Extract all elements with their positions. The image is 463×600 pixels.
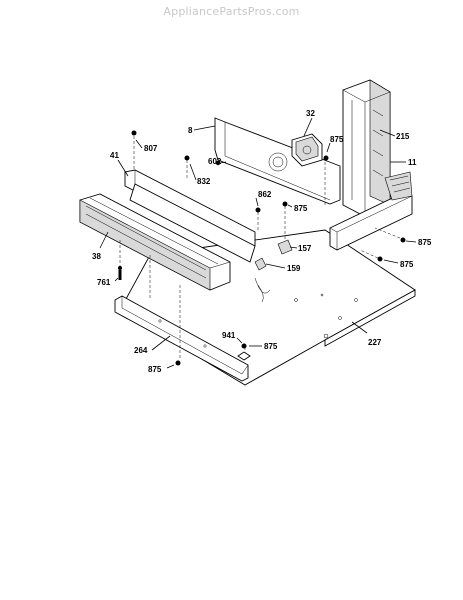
- label-832: 832: [197, 177, 211, 186]
- label-761: 761: [97, 278, 111, 287]
- label-8: 8: [188, 126, 193, 135]
- label-807: 807: [144, 144, 158, 153]
- fasteners: [118, 130, 406, 366]
- label-862: 862: [258, 190, 272, 199]
- bottom-trim-strip: [114, 295, 249, 382]
- part-labels: 8 11 32 38 41 157 159 215 227 264 602 76…: [92, 109, 432, 374]
- label-875-right-upper: 875: [418, 238, 432, 247]
- leader-lines: [99, 117, 417, 369]
- top-bracket: [214, 117, 341, 205]
- label-875-strip: 875: [264, 342, 278, 351]
- label-159: 159: [287, 264, 301, 273]
- rear-control-panel: [124, 169, 256, 263]
- label-875-bottom: 875: [148, 365, 162, 374]
- label-41: 41: [110, 151, 119, 160]
- label-157: 157: [298, 244, 312, 253]
- watermark: AppliancePartsPros.com: [163, 5, 300, 18]
- label-227: 227: [368, 338, 382, 347]
- label-875-right-lower: 875: [400, 260, 414, 269]
- label-11: 11: [408, 158, 417, 167]
- label-264: 264: [134, 346, 148, 355]
- alignment-lines: [119, 136, 401, 360]
- right-side-frame: [329, 171, 413, 251]
- back-riser-panel: [342, 79, 391, 216]
- label-941: 941: [222, 331, 236, 340]
- label-38: 38: [92, 252, 101, 261]
- bracket-157: [277, 239, 293, 255]
- label-215: 215: [396, 132, 410, 141]
- label-875-fan: 875: [330, 135, 344, 144]
- label-32: 32: [306, 109, 315, 118]
- label-602: 602: [208, 157, 222, 166]
- clip-159: [254, 257, 267, 271]
- front-control-panel: [79, 193, 231, 291]
- fan-motor: [291, 133, 323, 167]
- label-875-center: 875: [294, 204, 308, 213]
